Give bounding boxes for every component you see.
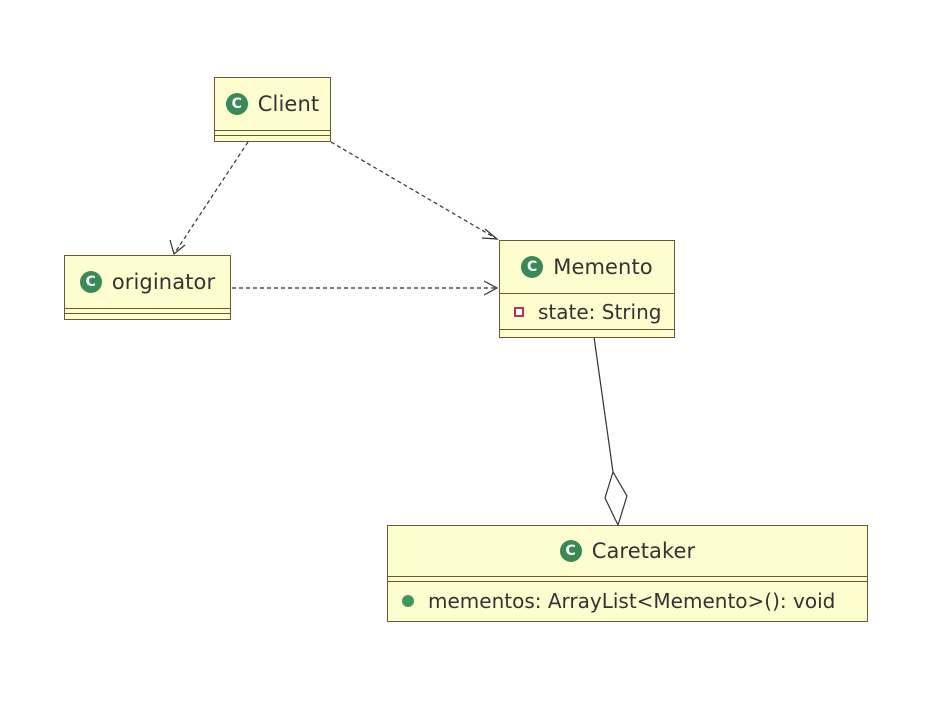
class-memento[interactable]: C Memento state: String [499, 240, 675, 338]
public-method-icon [402, 594, 414, 607]
class-caretaker-attributes [388, 576, 867, 581]
aggregation-caretaker-memento [593, 336, 628, 527]
class-caretaker-name: Caretaker [591, 539, 696, 563]
dependency-client-originator [169, 141, 249, 256]
class-originator-operations [65, 313, 230, 318]
class-client-name: Client [257, 92, 320, 116]
class-client[interactable]: C Client [214, 77, 331, 142]
class-originator-name: originator [111, 270, 216, 294]
private-field-icon [514, 306, 524, 317]
class-caretaker-header: C Caretaker [388, 526, 867, 576]
class-caretaker-member: mementos: ArrayList<Memento>(): void [388, 581, 867, 619]
class-caretaker[interactable]: C Caretaker mementos: ArrayList<Memento>… [387, 525, 868, 622]
class-icon: C [79, 271, 102, 293]
class-icon: C [225, 93, 248, 115]
class-memento-header: C Memento [500, 241, 674, 293]
class-originator-header: C originator [65, 256, 230, 308]
class-memento-operations [500, 329, 674, 334]
dependency-client-memento [330, 141, 499, 240]
class-originator[interactable]: C originator [64, 255, 231, 320]
class-client-operations [215, 135, 330, 140]
dependency-originator-memento [232, 280, 499, 296]
class-memento-name: Memento [553, 255, 653, 279]
class-icon: C [559, 540, 582, 562]
class-client-header: C Client [215, 78, 330, 130]
class-memento-attribute: state: String [500, 293, 674, 329]
class-originator-attributes [65, 308, 230, 313]
member-mementos: mementos: ArrayList<Memento>(): void [428, 588, 836, 613]
attribute-state: state: String [538, 299, 662, 324]
class-icon: C [521, 256, 544, 278]
class-client-attributes [215, 130, 330, 135]
